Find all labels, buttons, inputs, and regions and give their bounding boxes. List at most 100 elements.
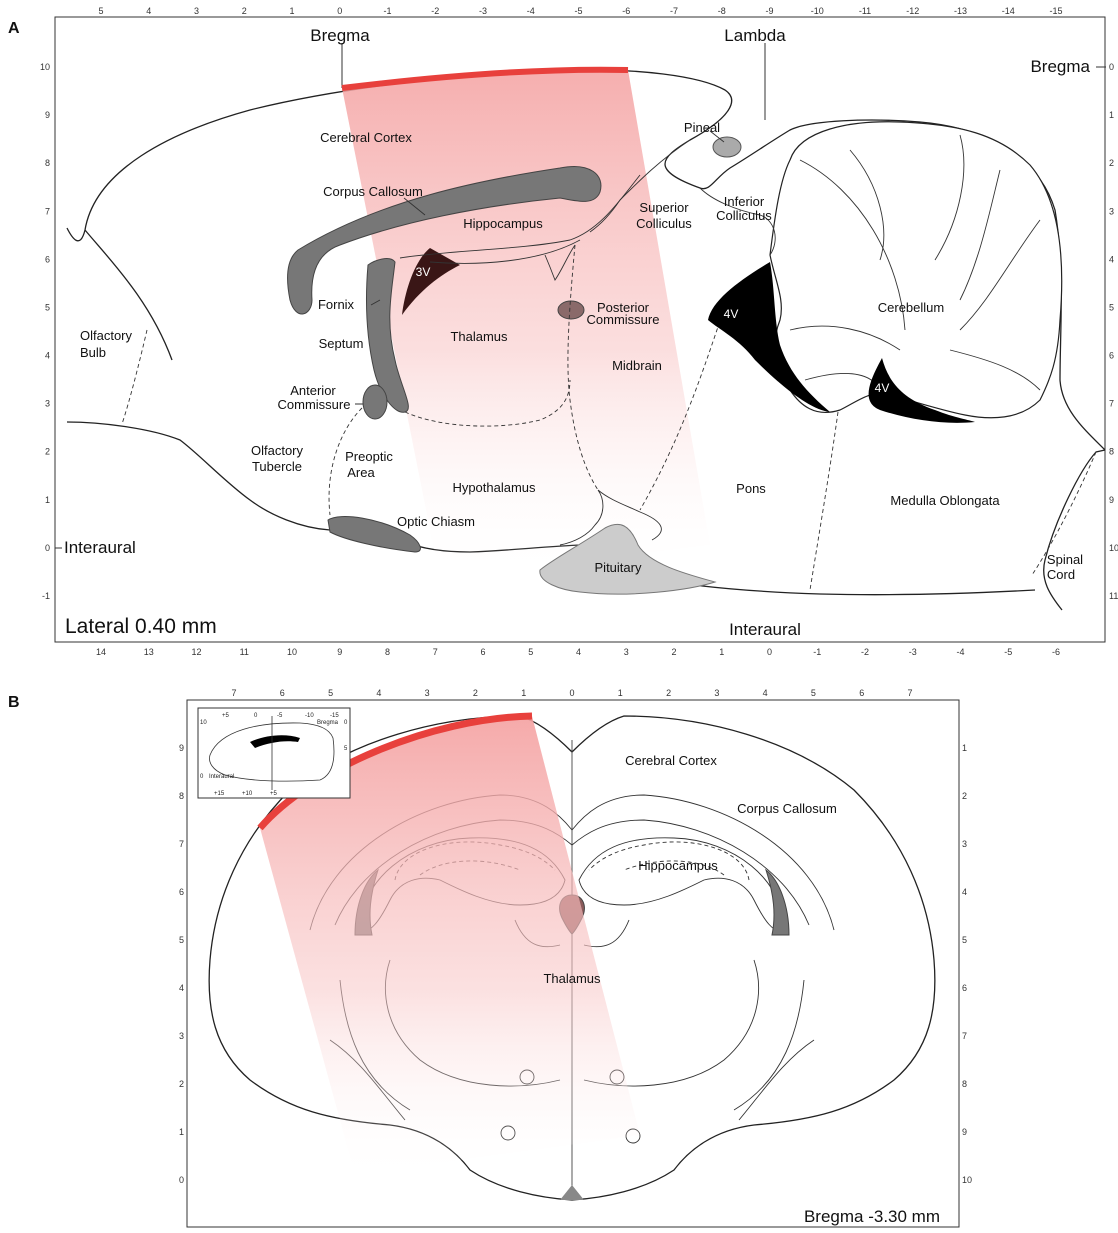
bregma-right-label: Bregma (1030, 57, 1090, 76)
label-hypothalamus: Hypothalamus (452, 480, 536, 495)
axis-tick-label: 2 (179, 1079, 184, 1089)
axis-tick-label: 8 (179, 791, 184, 801)
axis-tick-label: 5 (179, 935, 184, 945)
panel-b-letter: B (8, 694, 20, 711)
axis-tick-label: -4 (956, 647, 964, 657)
axis-tick-label: 7 (1109, 399, 1114, 409)
interaural-left-label: Interaural (64, 538, 136, 557)
posterior-commissure-shape (558, 301, 584, 319)
axis-tick-label: 10 (287, 647, 297, 657)
inset-top-3: -10 (305, 713, 314, 719)
axis-tick-label: 11 (1109, 591, 1118, 601)
axis-tick-label: 1 (521, 688, 526, 698)
label-olfactory-2: Olfactory (251, 443, 304, 458)
axis-tick-label: -2 (431, 6, 439, 16)
axis-tick-label: 7 (907, 688, 912, 698)
label-corpus-callosum: Corpus Callosum (323, 184, 423, 199)
axis-tick-label: 6 (45, 254, 50, 264)
axis-tick-label: 10 (962, 1175, 972, 1185)
axis-tick-label: -3 (479, 6, 487, 16)
axis-tick-label: 5 (328, 688, 333, 698)
pineal-shape (713, 137, 741, 157)
axis-tick-label: 9 (45, 110, 50, 120)
axis-tick-label: 14 (96, 647, 106, 657)
axis-tick-label: 4 (1109, 254, 1114, 264)
panel-a-letter: A (8, 20, 20, 37)
bregma-coronal-label: Bregma -3.30 mm (804, 1207, 940, 1226)
axis-tick-label: 6 (859, 688, 864, 698)
axis-tick-label: 4 (179, 983, 184, 993)
axis-tick-label: 10 (1109, 543, 1118, 553)
axis-tick-label: 1 (45, 495, 50, 505)
axis-tick-label: -7 (670, 6, 678, 16)
axis-tick-label: 4 (45, 351, 50, 361)
panel-a-right-axis: 01234567891011 (1109, 62, 1118, 601)
axis-tick-label: 0 (45, 543, 50, 553)
label-cord: Cord (1047, 567, 1075, 582)
axis-tick-label: 1 (618, 688, 623, 698)
axis-tick-label: 2 (962, 791, 967, 801)
label-tubercle: Tubercle (252, 459, 302, 474)
axis-tick-label: 4 (962, 887, 967, 897)
axis-tick-label: 0 (569, 688, 574, 698)
axis-tick-label: 5 (962, 935, 967, 945)
axis-tick-label: -5 (574, 6, 582, 16)
axis-tick-label: 4 (376, 688, 381, 698)
axis-tick-label: 5 (45, 302, 50, 312)
axis-tick-label: 2 (666, 688, 671, 698)
axis-tick-label: 5 (811, 688, 816, 698)
panel-b-left-axis: 9876543210 (179, 743, 184, 1185)
axis-tick-label: 7 (179, 839, 184, 849)
axis-tick-label: 3 (425, 688, 430, 698)
axis-tick-label: 3 (1109, 206, 1114, 216)
axis-tick-label: -14 (1002, 6, 1015, 16)
axis-tick-label: 3 (962, 839, 967, 849)
axis-tick-label: 6 (962, 983, 967, 993)
lateral-label: Lateral 0.40 mm (65, 615, 217, 638)
axis-tick-label: 9 (179, 743, 184, 753)
axis-tick-label: 8 (1109, 447, 1114, 457)
axis-tick-label: 9 (1109, 495, 1114, 505)
axis-tick-label: -1 (813, 647, 821, 657)
axis-tick-label: -3 (909, 647, 917, 657)
axis-tick-label: -4 (527, 6, 535, 16)
label-cerebral-cortex: Cerebral Cortex (320, 130, 412, 145)
anterior-commissure-shape (363, 385, 387, 419)
axis-tick-label: 8 (385, 647, 390, 657)
panel-b: B 765432101234567 9876543210 12345678910… (8, 688, 972, 1227)
axis-tick-label: -5 (1004, 647, 1012, 657)
axis-tick-label: 0 (337, 6, 342, 16)
axis-tick-label: 6 (179, 887, 184, 897)
olfactory-bulb-boundary (122, 330, 147, 424)
axis-tick-label: 2 (473, 688, 478, 698)
axis-tick-label: 6 (280, 688, 285, 698)
axis-tick-label: 4 (576, 647, 581, 657)
inset-interaural: Interaural (209, 774, 234, 780)
label-fornix: Fornix (318, 297, 355, 312)
label-bulb: Bulb (80, 345, 106, 360)
inset-bregma: Bregma (317, 720, 339, 726)
axis-tick-label: 12 (191, 647, 201, 657)
label-midbrain: Midbrain (612, 358, 662, 373)
label-commissure-1: Commissure (587, 312, 660, 327)
axis-tick-label: 1 (719, 647, 724, 657)
inset-sagittal-map: +5 0 -5 -10 -15 +15 +10 +5 10 0 Interaur… (198, 708, 350, 798)
axis-tick-label: 4 (763, 688, 768, 698)
axis-tick-label: -13 (954, 6, 967, 16)
axis-tick-label: 3 (45, 399, 50, 409)
axis-tick-label: 8 (962, 1079, 967, 1089)
axis-tick-label: 3 (194, 6, 199, 16)
lambda-label: Lambda (724, 26, 786, 45)
label-3v: 3V (416, 265, 431, 279)
panel-b-right-axis: 12345678910 (962, 743, 972, 1185)
inset-top-0: +5 (222, 713, 230, 719)
axis-tick-label: 5 (98, 6, 103, 16)
label-thalamus: Thalamus (450, 329, 508, 344)
axis-tick-label: 2 (1109, 158, 1114, 168)
axis-tick-label: 5 (528, 647, 533, 657)
inset-top-4: -15 (330, 713, 339, 719)
